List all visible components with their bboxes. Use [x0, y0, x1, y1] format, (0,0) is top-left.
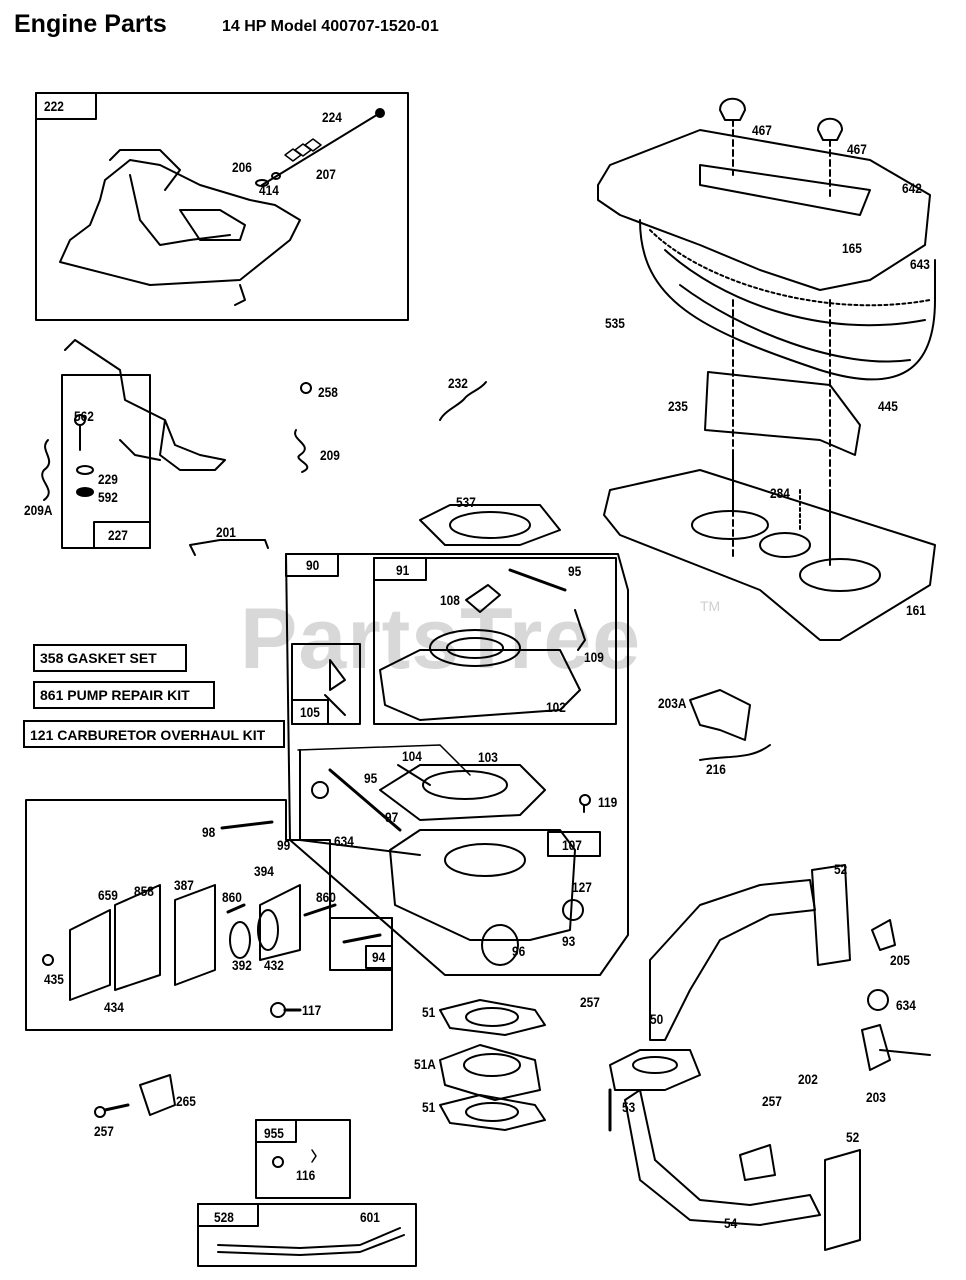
callout-98: 98	[202, 824, 216, 840]
callout-257-center: 257	[580, 994, 600, 1010]
callout-392: 392	[232, 957, 252, 973]
callout-537: 537	[456, 494, 476, 510]
watermark: PartsTree	[240, 591, 642, 687]
callout-535: 535	[605, 315, 625, 331]
callout-642: 642	[902, 180, 922, 196]
callout-91: 91	[396, 562, 410, 578]
callout-634-carb: 634	[334, 833, 354, 849]
carburetor-group	[285, 504, 629, 976]
callout-97: 97	[385, 809, 399, 825]
callout-50: 50	[650, 1011, 664, 1027]
callout-161: 161	[906, 602, 926, 618]
callout-435: 435	[44, 971, 64, 987]
callout-51A: 51A	[414, 1056, 436, 1072]
callout-224: 224	[322, 109, 342, 125]
callout-858: 858	[134, 883, 154, 899]
callout-284: 284	[770, 485, 790, 501]
callout-95-top: 95	[568, 563, 582, 579]
callout-205: 205	[890, 952, 910, 968]
callout-601: 601	[360, 1209, 380, 1225]
callout-54: 54	[724, 1215, 738, 1231]
callout-203A: 203A	[658, 695, 687, 711]
intake-gaskets-group	[439, 999, 546, 1131]
model-subtitle: 14 HP Model 400707-1520-01	[222, 18, 439, 35]
fuel-pump-group	[25, 799, 393, 1031]
callout-52-bottom: 52	[846, 1129, 860, 1145]
callout-93: 93	[562, 933, 576, 949]
callout-860-right: 860	[316, 889, 336, 905]
callout-96: 96	[512, 943, 526, 959]
gasket-set-label: 358 GASKET SET	[40, 650, 157, 666]
callout-562: 562	[74, 408, 94, 424]
callout-659: 659	[98, 887, 118, 903]
callout-117: 117	[302, 1002, 322, 1018]
pump-repair-kit-label: 861 PUMP REPAIR KIT	[40, 687, 190, 703]
callout-201: 201	[216, 524, 236, 540]
callout-229: 229	[98, 471, 118, 487]
callout-116: 116	[296, 1167, 316, 1183]
callout-592: 592	[98, 489, 118, 505]
callout-257-right: 257	[762, 1093, 782, 1109]
callout-109: 109	[584, 649, 604, 665]
callout-394: 394	[254, 863, 274, 879]
throttle-bracket-group	[41, 339, 226, 549]
callout-95-mid: 95	[364, 770, 378, 786]
callout-51-bottom: 51	[422, 1099, 436, 1115]
callout-445: 445	[878, 398, 898, 414]
callout-102: 102	[546, 699, 566, 715]
callout-955: 955	[264, 1125, 284, 1141]
callout-108: 108	[440, 592, 460, 608]
callout-99: 99	[277, 837, 291, 853]
callout-202: 202	[798, 1071, 818, 1087]
callout-207: 207	[316, 166, 336, 182]
callout-257-left: 257	[94, 1123, 114, 1139]
misc-springs-group	[189, 381, 487, 556]
carb-overhaul-kit-label: 121 CARBURETOR OVERHAUL KIT	[30, 727, 266, 743]
callout-235: 235	[668, 398, 688, 414]
callout-414: 414	[259, 182, 279, 198]
callout-105: 105	[300, 704, 320, 720]
callout-209: 209	[320, 447, 340, 463]
air-cleaner-group	[597, 97, 936, 641]
callout-387: 387	[174, 877, 194, 893]
callout-860-left: 860	[222, 889, 242, 905]
callout-94: 94	[372, 949, 386, 965]
callout-53: 53	[622, 1099, 636, 1115]
callout-467-right: 467	[847, 141, 867, 157]
callout-258: 258	[318, 384, 338, 400]
callout-209A: 209A	[24, 502, 53, 518]
bottom-parts-group	[94, 1074, 417, 1267]
callout-528: 528	[214, 1209, 234, 1225]
callout-165: 165	[842, 240, 862, 256]
governor-bracket-group	[35, 92, 409, 321]
callout-104: 104	[402, 748, 422, 764]
callout-107: 107	[562, 837, 582, 853]
callout-467-left: 467	[752, 122, 772, 138]
callout-206: 206	[232, 159, 252, 175]
exhaust-manifold-group	[608, 689, 931, 1251]
callout-127: 127	[572, 879, 592, 895]
callout-227: 227	[108, 527, 128, 543]
callout-119: 119	[598, 794, 618, 810]
callout-434: 434	[104, 999, 124, 1015]
callout-90: 90	[306, 557, 320, 573]
callout-634-exhaust: 634	[896, 997, 916, 1013]
callout-51-top: 51	[422, 1004, 436, 1020]
callout-432: 432	[264, 957, 284, 973]
callout-203: 203	[866, 1089, 886, 1105]
callout-222: 222	[44, 98, 64, 114]
page-title: Engine Parts	[14, 10, 167, 38]
callout-643: 643	[910, 256, 930, 272]
callout-52-top: 52	[834, 861, 848, 877]
callout-265: 265	[176, 1093, 196, 1109]
callout-216: 216	[706, 761, 726, 777]
watermark-trademark: TM	[700, 598, 721, 614]
callout-103: 103	[478, 749, 498, 765]
callout-232: 232	[448, 375, 468, 391]
